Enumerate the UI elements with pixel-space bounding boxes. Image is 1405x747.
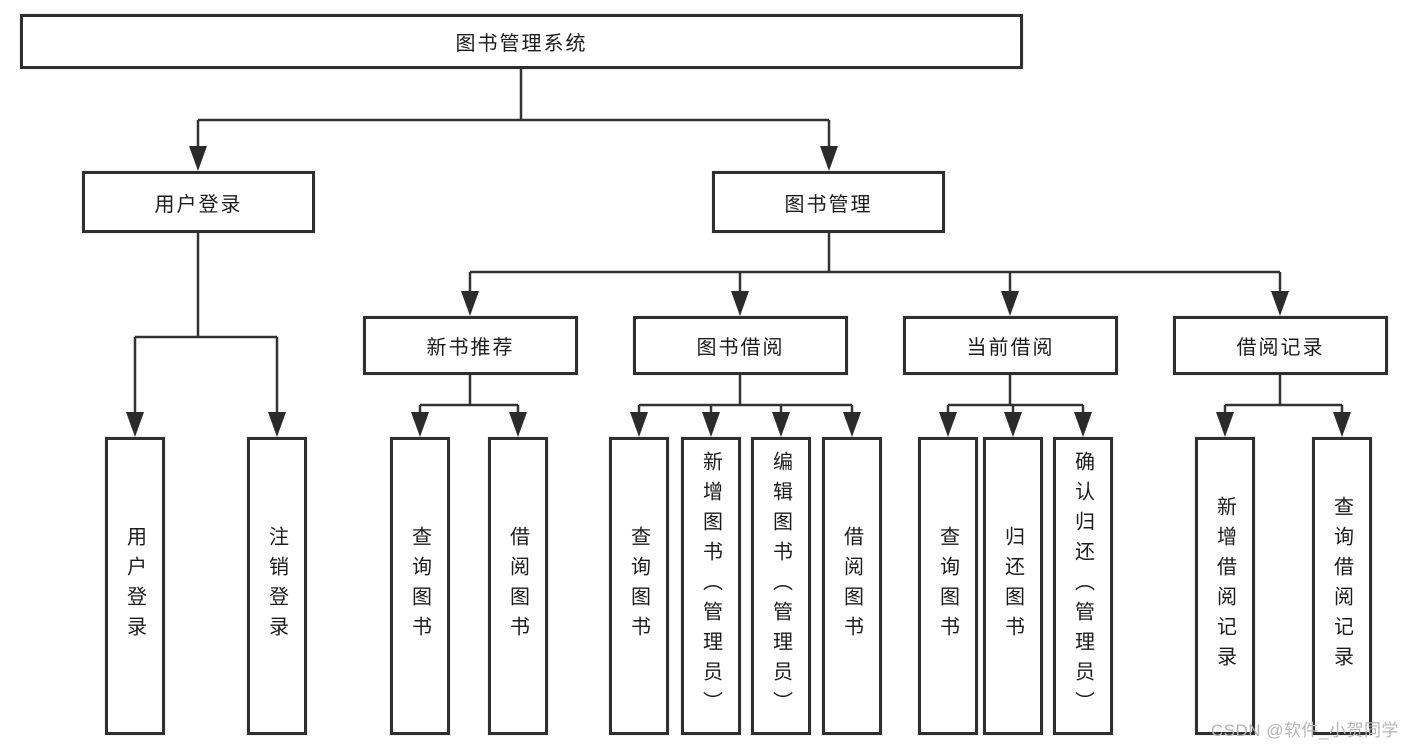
leaf-confirm-return-admin: 确认归还（管理员） [1053, 437, 1113, 735]
leaf-return-books: 归还图书 [983, 437, 1043, 735]
csdn-watermark: CSDN @软件_小贺同学 [1210, 721, 1399, 740]
node-book-management: 图书管理 [712, 171, 945, 233]
leaf-add-borrow-record: 新增借阅记录 [1195, 437, 1255, 735]
node-borrowing-records: 借阅记录 [1173, 316, 1388, 375]
leaf-edit-books-admin: 编辑图书（管理员） [751, 437, 811, 735]
leaf-query-books-current: 查询图书 [918, 437, 978, 735]
node-root-system: 图书管理系统 [20, 14, 1023, 69]
node-user-login: 用户登录 [82, 171, 315, 233]
leaf-query-borrow-record: 查询借阅记录 [1312, 437, 1372, 735]
leaf-add-books-admin: 新增图书（管理员） [681, 437, 741, 735]
leaf-query-books-borrow: 查询图书 [609, 437, 669, 735]
node-book-borrowing: 图书借阅 [633, 316, 848, 375]
node-current-borrowing: 当前借阅 [903, 316, 1118, 375]
leaf-borrow-books-borrow: 借阅图书 [822, 437, 882, 735]
leaf-borrow-books-recommend: 借阅图书 [488, 437, 548, 735]
leaf-user-login: 用户登录 [105, 437, 165, 735]
leaf-query-books-recommend: 查询图书 [390, 437, 450, 735]
node-new-book-recommend: 新书推荐 [363, 316, 578, 375]
leaf-logout: 注销登录 [247, 437, 307, 735]
